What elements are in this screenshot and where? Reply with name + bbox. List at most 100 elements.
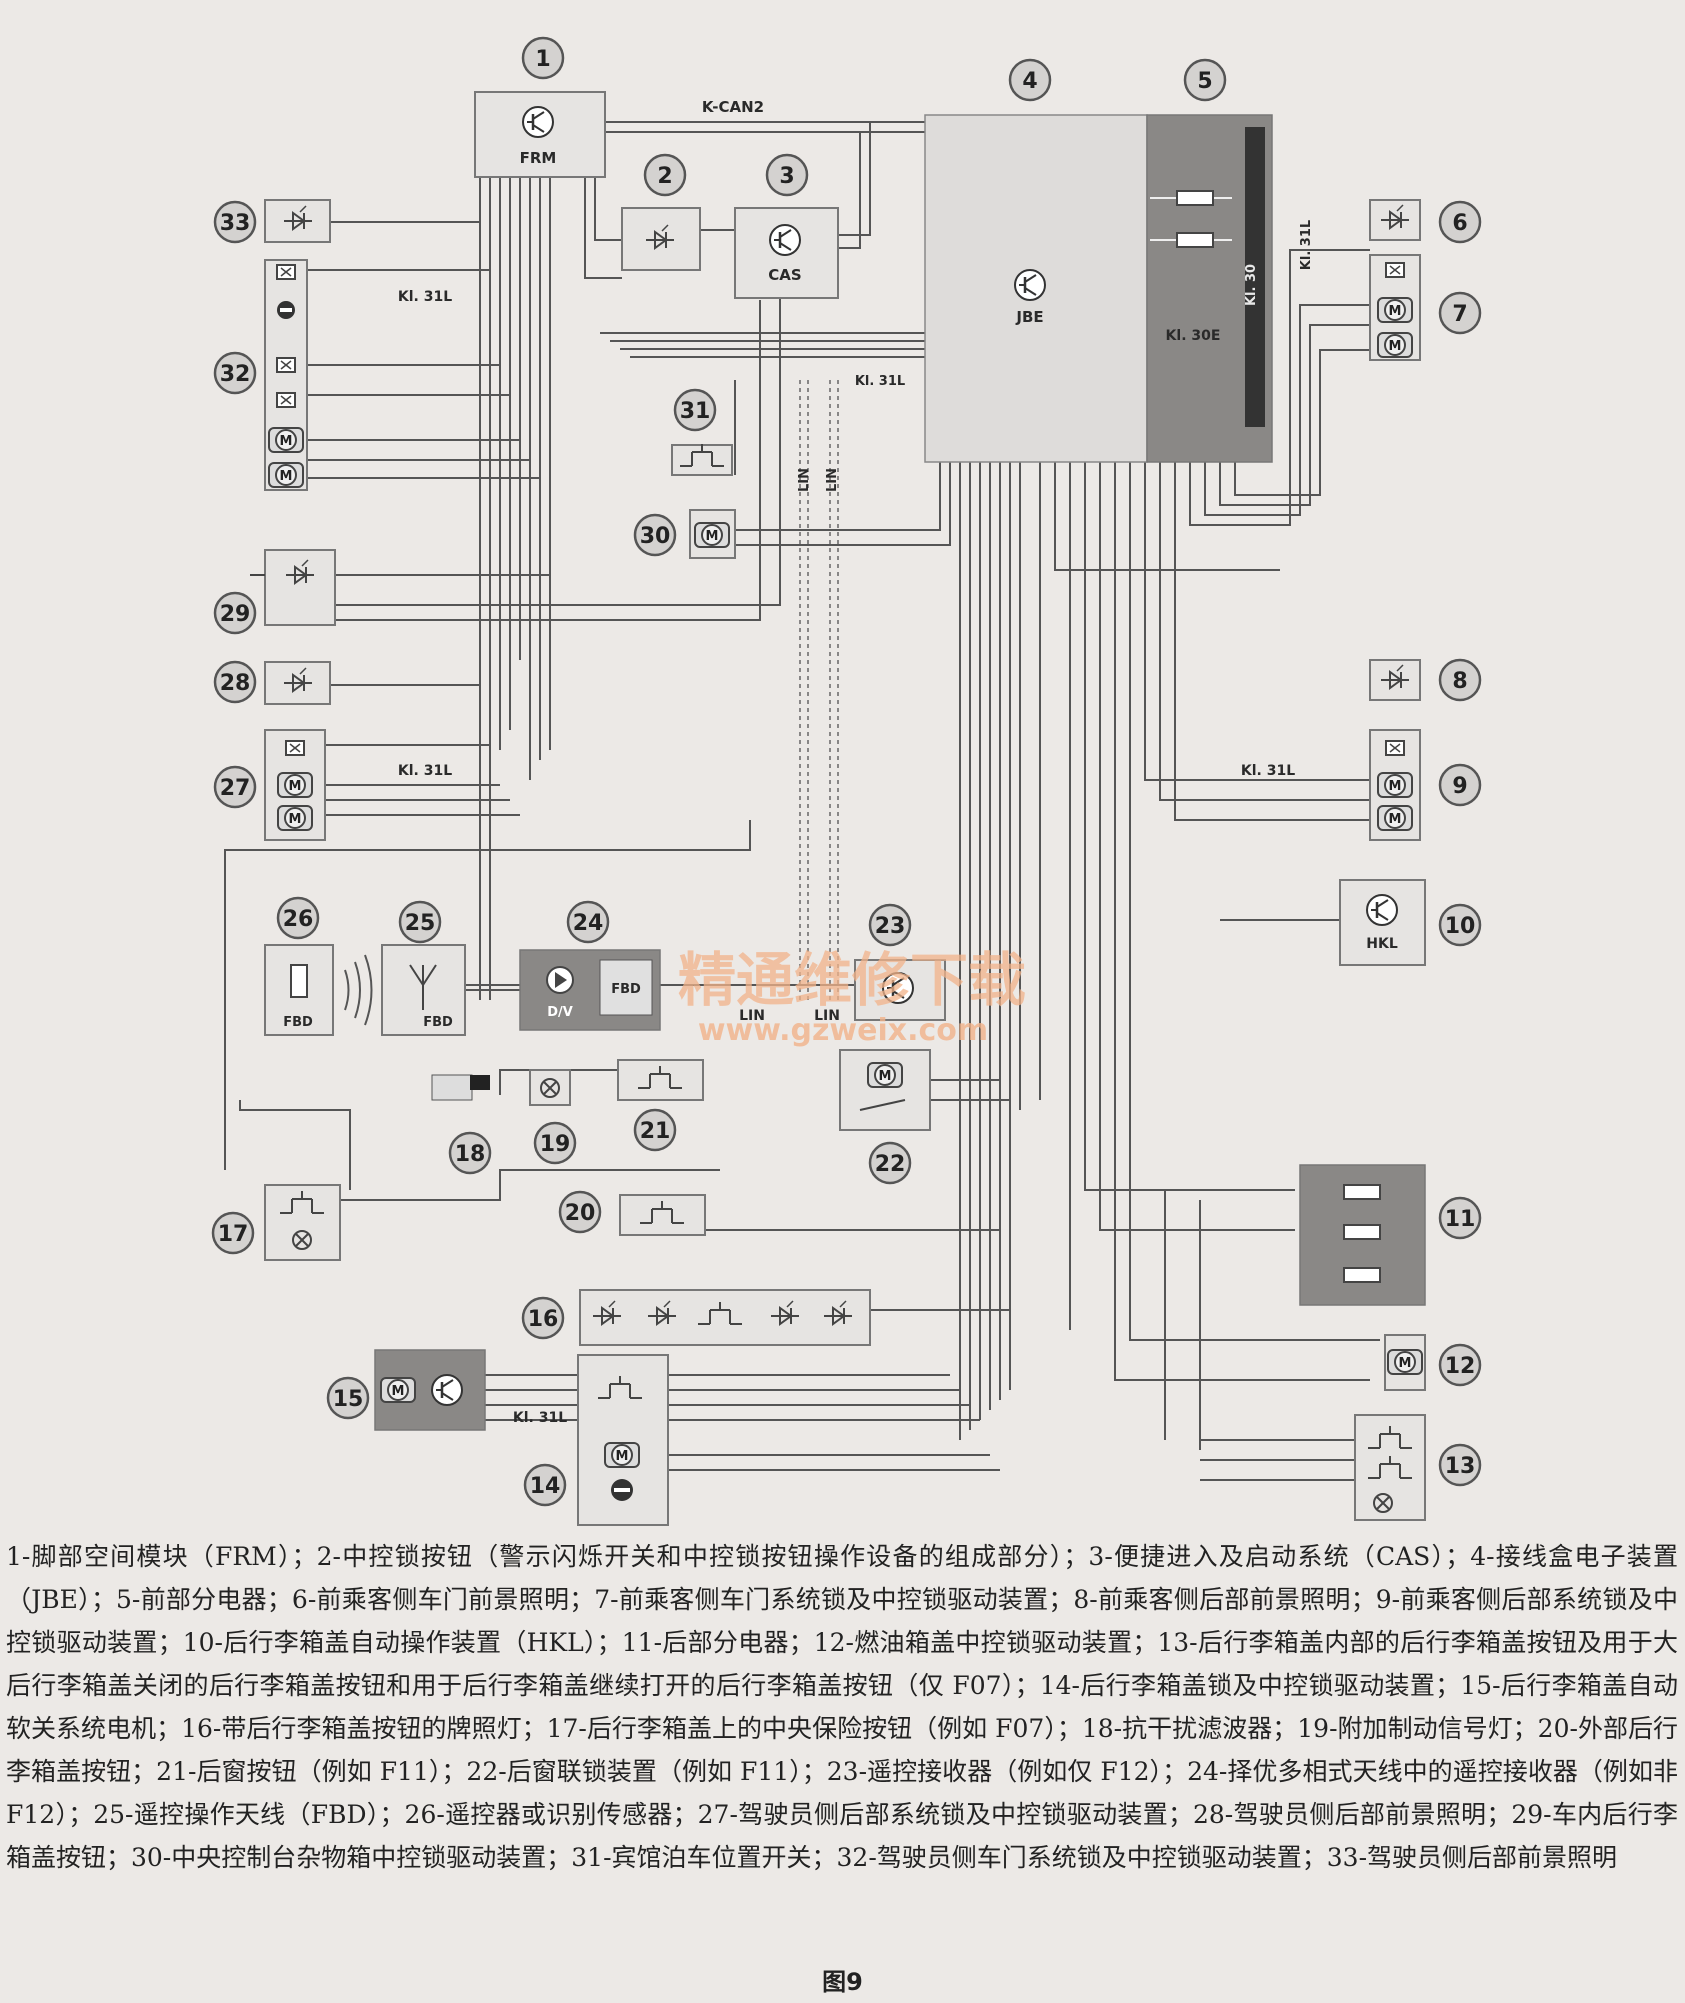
callout-number: 15 [333, 1387, 364, 1412]
door-lock-front-passenger [1369, 254, 1421, 361]
callout-number: 30 [640, 524, 671, 549]
callout-number: 22 [875, 1152, 906, 1177]
callout-number: 12 [1445, 1354, 1476, 1379]
soft-close-motor [374, 1349, 486, 1431]
callout-8: 8 [1438, 658, 1482, 702]
remote-receiver-23 [854, 959, 946, 1021]
callout-number: 7 [1452, 302, 1467, 327]
callout-number: 32 [220, 362, 251, 387]
callout-1: 1 [521, 36, 565, 80]
rear-light-driver-28 [264, 661, 331, 705]
callout-14: 14 [523, 1463, 567, 1507]
callout-number: 33 [220, 211, 251, 236]
fbd-sensor-label: FBD [283, 1015, 313, 1030]
tailgate-inner-buttons [1354, 1414, 1426, 1521]
callout-number: 4 [1022, 69, 1037, 94]
callout-27: 27 [213, 765, 257, 809]
callout-number: 27 [220, 776, 251, 801]
callout-number: 19 [540, 1132, 571, 1157]
callout-number: 20 [565, 1201, 596, 1226]
callout-17: 17 [211, 1211, 255, 1255]
jbe-module: JBE [924, 114, 1148, 463]
rear-lock-driver [264, 729, 326, 841]
callout-number: 24 [573, 911, 604, 936]
remote-key-sensor: FBD [264, 944, 373, 1036]
license-light [579, 1289, 871, 1346]
rear-window-button [617, 1059, 704, 1101]
callout-29: 29 [213, 591, 257, 635]
rear-lock-passenger [1369, 729, 1421, 841]
cas-label: CAS [768, 266, 801, 284]
interior-tailgate-button [250, 549, 336, 626]
div-label: D/V [547, 1005, 573, 1020]
callout-22: 22 [868, 1141, 912, 1185]
callout-number: 10 [1445, 914, 1476, 939]
bus-label: K-CAN2 [702, 98, 764, 116]
tailgate-lock [577, 1354, 669, 1526]
callout-number: 28 [220, 671, 251, 696]
tailgate-center-button [264, 1184, 341, 1261]
callout-number: 18 [455, 1142, 486, 1167]
rear-window-lock [839, 1049, 931, 1131]
rear-light-driver-33 [264, 199, 331, 243]
callout-15: 15 [326, 1376, 370, 1420]
callout-33: 33 [213, 200, 257, 244]
callout-number: 11 [1445, 1207, 1476, 1232]
diversity-receiver: D/V FBD [519, 949, 661, 1031]
callout-11: 11 [1438, 1196, 1482, 1240]
central-lock-button [621, 207, 701, 271]
fbd-antenna-label: FBD [423, 1015, 453, 1030]
callout-25: 25 [398, 900, 442, 944]
callout-number: 6 [1452, 211, 1467, 236]
console-lock [689, 509, 736, 559]
callout-number: 26 [283, 907, 314, 932]
extra-brake-light [529, 1069, 571, 1106]
valet-switch [671, 443, 733, 476]
callout-number: 5 [1197, 69, 1212, 94]
callout-number: 14 [530, 1474, 561, 1499]
callout-9: 9 [1438, 763, 1482, 807]
ground-label-driver-rear: Kl. 31L [398, 763, 452, 779]
ground-label-kl31: Kl. 31L [1299, 220, 1314, 270]
ground-label-jbe: Kl. 31L [855, 374, 905, 389]
callout-6: 6 [1438, 200, 1482, 244]
kl30-label: Kl. 30 [1244, 264, 1259, 306]
lin-label-top-right: LIN [825, 468, 840, 492]
callout-number: 29 [220, 602, 251, 627]
rear-light-passenger [1369, 659, 1421, 701]
callout-7: 7 [1438, 291, 1482, 335]
callout-2: 2 [643, 153, 687, 197]
callout-16: 16 [521, 1296, 565, 1340]
callout-number: 31 [680, 399, 711, 424]
lin-label-bottom-left: LIN [739, 1008, 765, 1024]
ground-label-passenger-rear: Kl. 31L [1241, 763, 1295, 779]
callout-32: 32 [213, 351, 257, 395]
callout-5: 5 [1183, 58, 1227, 102]
callout-30: 30 [633, 513, 677, 557]
frm-module: FRM [474, 91, 606, 178]
callout-number: 23 [875, 914, 906, 939]
caption: 1-脚部空间模块（FRM）；2-中控锁按钮（警示闪烁开关和中控锁按钮操作设备的组… [6, 1542, 1678, 1872]
callout-number: 25 [405, 911, 436, 936]
callout-10: 10 [1438, 903, 1482, 947]
callout-12: 12 [1438, 1343, 1482, 1387]
lin-label-top-left: LIN [797, 468, 812, 492]
rear-distributor [1299, 1164, 1426, 1306]
figure-label: 图9 [822, 1968, 863, 1996]
lin-label-bottom-right: LIN [814, 1008, 840, 1024]
front-distributor: Kl. 30 Kl. 30E [1146, 114, 1273, 463]
callout-number: 3 [779, 164, 794, 189]
callout-20: 20 [558, 1190, 602, 1234]
callout-number: 21 [640, 1119, 671, 1144]
callout-23: 23 [868, 903, 912, 947]
watermark-url: www.gzweix.com [698, 1013, 988, 1048]
callout-number: 9 [1452, 774, 1467, 799]
hkl-label: HKL [1366, 936, 1398, 952]
callout-3: 3 [765, 153, 809, 197]
callout-18: 18 [448, 1131, 492, 1175]
interference-filter [431, 1074, 490, 1101]
ground-label-tailgate: Kl. 31L [513, 1410, 567, 1426]
callout-number: 16 [528, 1307, 559, 1332]
cas-module: CAS [734, 207, 839, 299]
